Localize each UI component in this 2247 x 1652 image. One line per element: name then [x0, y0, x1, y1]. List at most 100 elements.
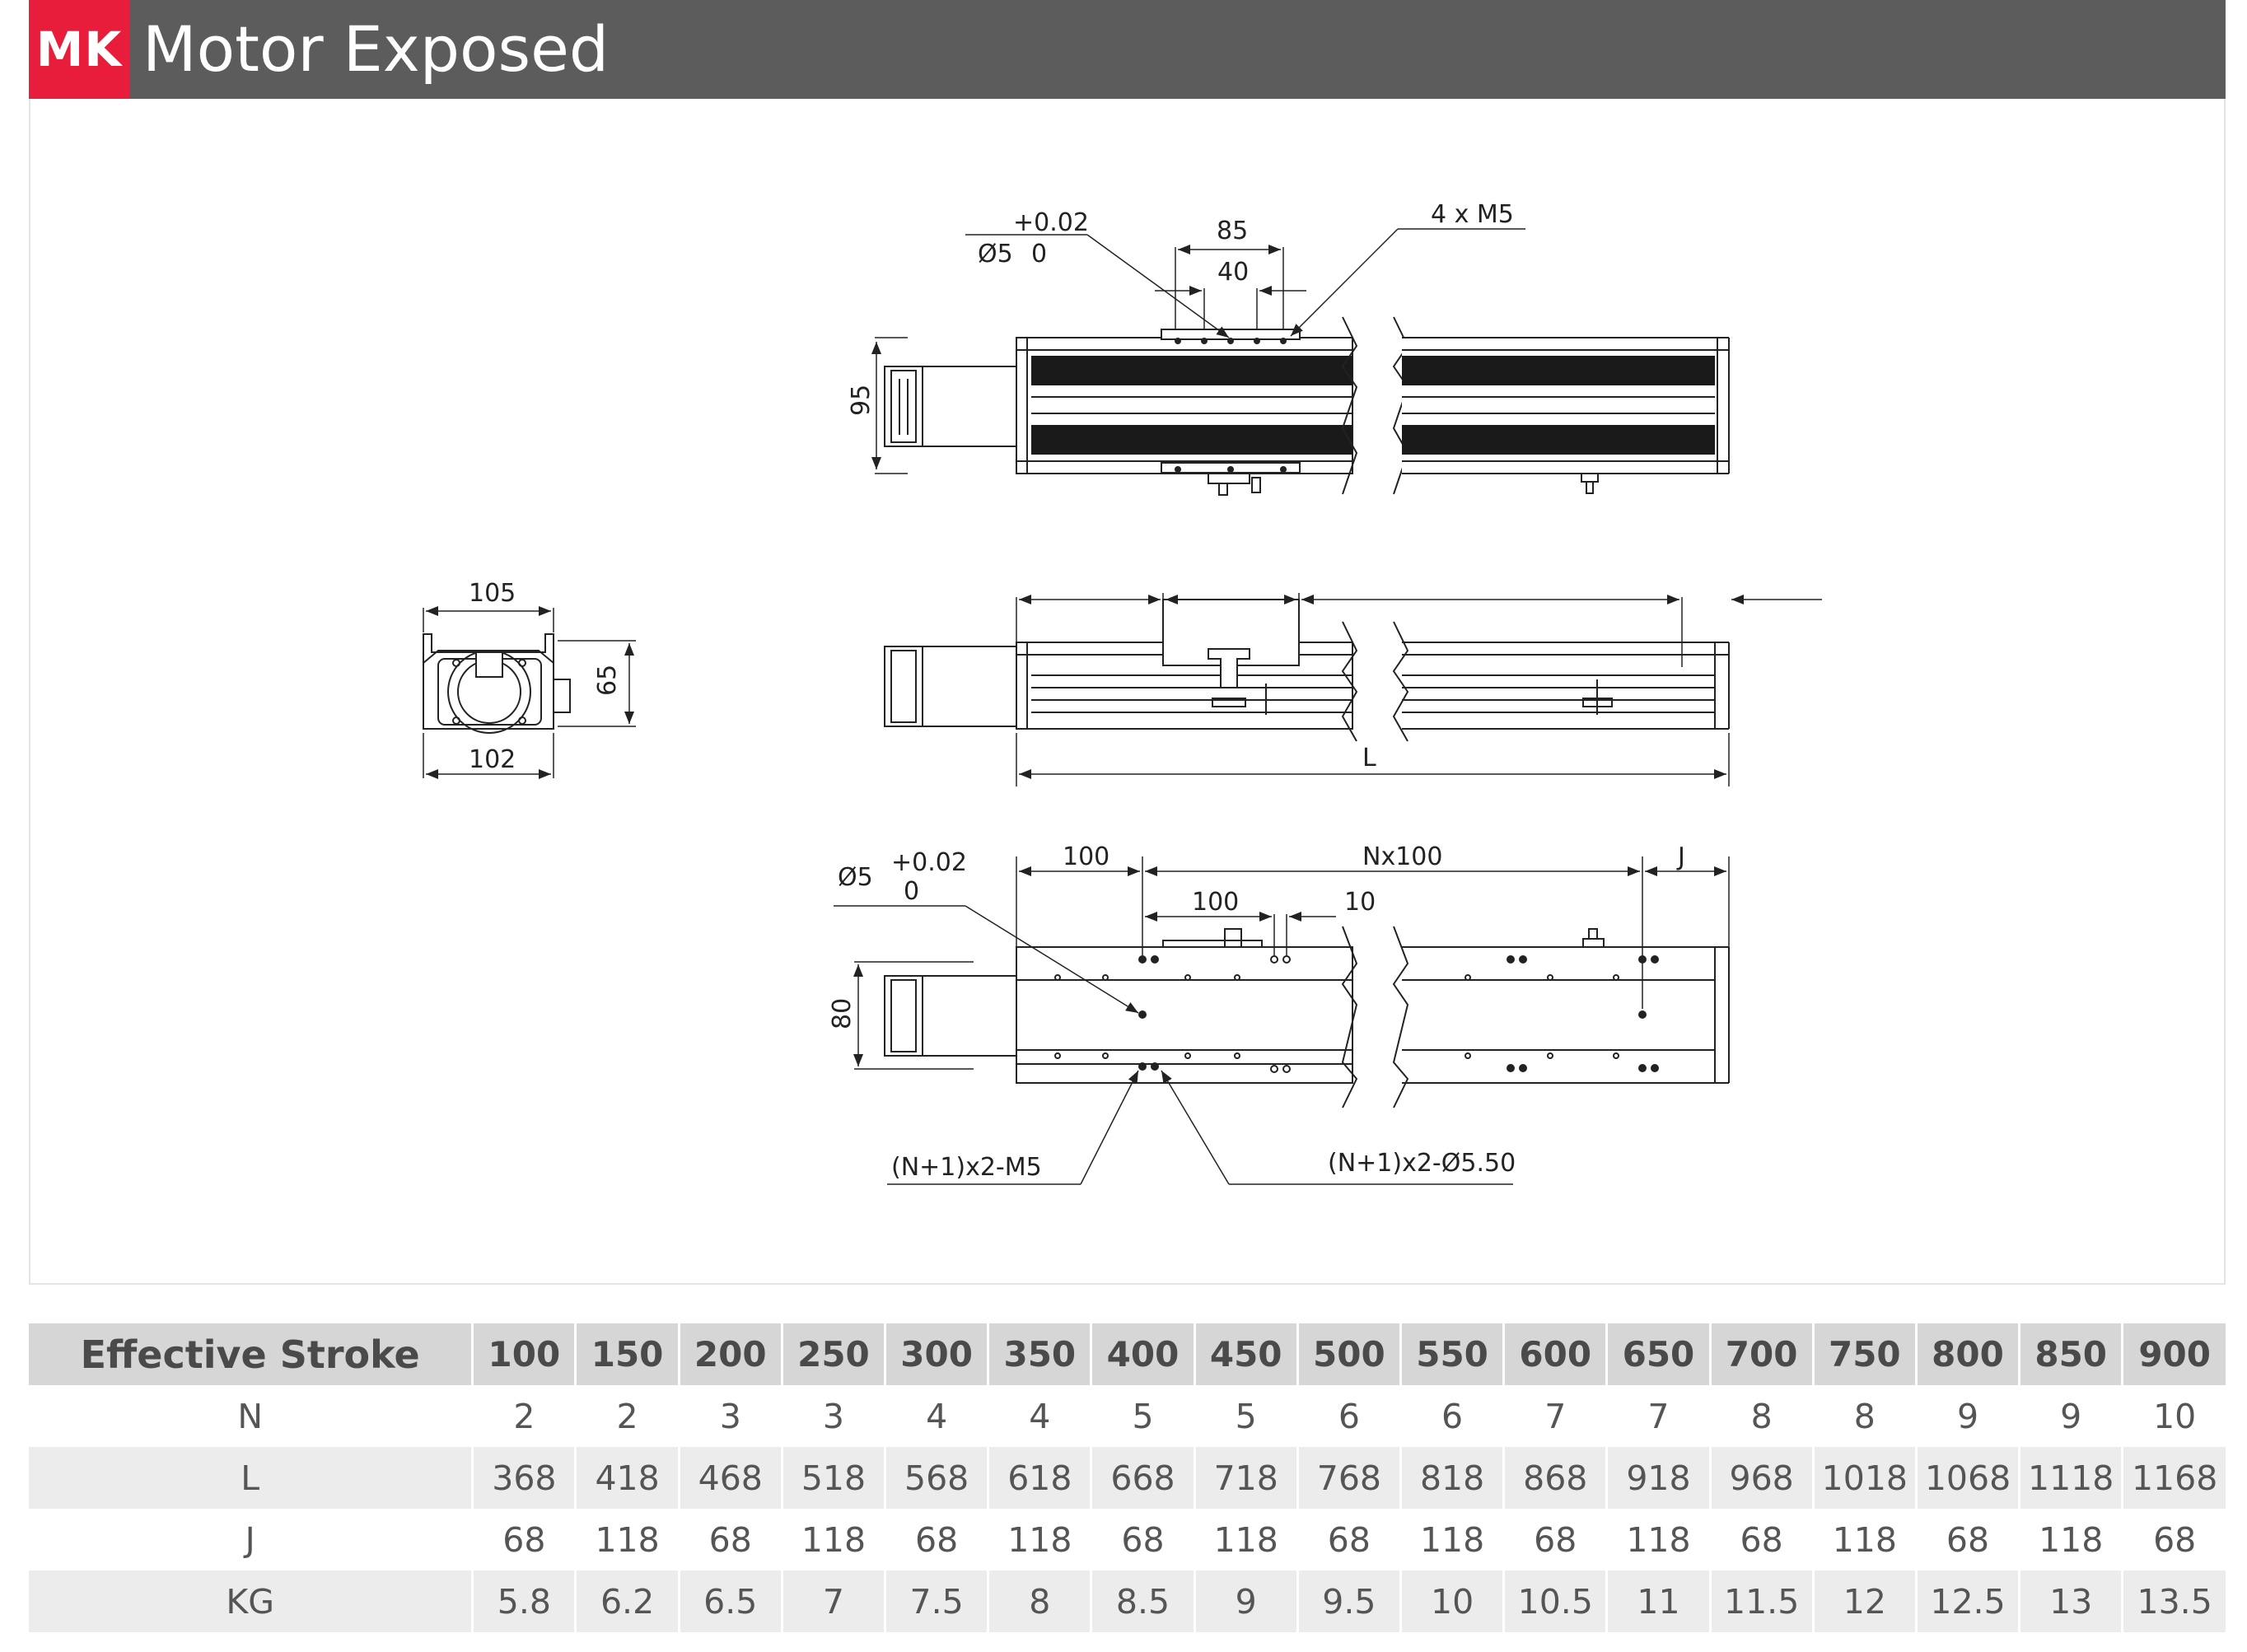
- table-cell: 518: [780, 1447, 885, 1509]
- table-cell: 1068: [1914, 1447, 2020, 1509]
- technical-drawing: +0.02 Ø5 0 85 40 4 x M5 95 105 102 65 L …: [423, 200, 1822, 1185]
- table-cell: 68: [677, 1509, 782, 1570]
- table-cell: 868: [1502, 1447, 1607, 1509]
- table-cell: 12: [1811, 1570, 1917, 1632]
- table-cell: 4: [884, 1385, 988, 1447]
- table-cell: 68: [1090, 1509, 1195, 1570]
- end-height-65: 65: [593, 665, 622, 696]
- table-cell: 618: [987, 1447, 1091, 1509]
- side-view: [884, 593, 1822, 786]
- table-cell: 5: [1090, 1385, 1195, 1447]
- table-cell: 68: [2121, 1509, 2226, 1570]
- table-cell: 768: [1296, 1447, 1401, 1509]
- table-cell: 6.2: [574, 1570, 680, 1632]
- stroke-header-cell: 150: [574, 1323, 680, 1385]
- series-badge: MK: [29, 0, 129, 99]
- table-cell: 4: [987, 1385, 1091, 1447]
- stroke-header-cell: 500: [1296, 1323, 1401, 1385]
- row-label: N: [29, 1385, 473, 1447]
- bottom-dim-100-b: 100: [1192, 888, 1239, 917]
- bottom-view: [834, 856, 1730, 1185]
- stroke-header-cell: 750: [1811, 1323, 1917, 1385]
- header-bar: MK Motor Exposed: [29, 0, 2226, 99]
- bottom-hole-tol-lower: 0: [904, 877, 919, 906]
- table-cell: 11: [1605, 1570, 1711, 1632]
- row-label: J: [29, 1509, 473, 1570]
- stroke-header-cell: 800: [1914, 1323, 2020, 1385]
- table-cell: 118: [1811, 1509, 1917, 1570]
- stroke-header-cell: 650: [1605, 1323, 1711, 1385]
- bottom-height-80: 80: [828, 998, 857, 1029]
- top-thread-label: 4 x M5: [1431, 200, 1514, 229]
- top-hole-tol-lower: 0: [1031, 240, 1047, 268]
- bottom-dim-10: 10: [1344, 888, 1376, 917]
- end-view: [423, 606, 636, 779]
- table-cell: 118: [987, 1509, 1091, 1570]
- top-dim-40: 40: [1217, 258, 1249, 287]
- table-cell: 8: [1708, 1385, 1814, 1447]
- stroke-header-cell: 450: [1193, 1323, 1298, 1385]
- table-cell: 818: [1399, 1447, 1504, 1509]
- page-title: Motor Exposed: [142, 12, 610, 86]
- table-cell: 10.5: [1502, 1570, 1607, 1632]
- row-label: KG: [29, 1570, 473, 1632]
- table-cell: 118: [1605, 1509, 1711, 1570]
- table-cell: 9: [1914, 1385, 2020, 1447]
- stroke-header-cell: 850: [2018, 1323, 2123, 1385]
- stroke-header-cell: 300: [884, 1323, 988, 1385]
- drawing-panel: +0.02 Ø5 0 85 40 4 x M5 95 105 102 65 L …: [29, 99, 2226, 1285]
- table-cell: 918: [1605, 1447, 1711, 1509]
- table-cell: 118: [1193, 1509, 1298, 1570]
- table-cell: 68: [471, 1509, 576, 1570]
- table-cell: 7: [780, 1570, 885, 1632]
- table-cell: 12.5: [1914, 1570, 2020, 1632]
- table-cell: 6: [1399, 1385, 1504, 1447]
- table-cell: 11.5: [1708, 1570, 1814, 1632]
- table-cell: 68: [1708, 1509, 1814, 1570]
- stroke-header-cell: 200: [677, 1323, 782, 1385]
- top-view: [871, 228, 1730, 496]
- table-cell: 968: [1708, 1447, 1814, 1509]
- table-cell: 8: [987, 1570, 1091, 1632]
- table-cell: 2: [471, 1385, 576, 1447]
- end-width-105: 105: [469, 579, 516, 608]
- table-cell: 468: [677, 1447, 782, 1509]
- table-cell: 1168: [2121, 1447, 2226, 1509]
- table-cell: 68: [1296, 1509, 1401, 1570]
- table-cell: 10: [1399, 1570, 1504, 1632]
- table-cell: 1018: [1811, 1447, 1917, 1509]
- stroke-header-cell: 350: [987, 1323, 1091, 1385]
- table-cell: 3: [780, 1385, 885, 1447]
- stroke-header-cell: 100: [471, 1323, 576, 1385]
- table-cell: 7.5: [884, 1570, 988, 1632]
- table-cell: 68: [1914, 1509, 2020, 1570]
- table-cell: 1118: [2018, 1447, 2123, 1509]
- stroke-header-cell: 400: [1090, 1323, 1195, 1385]
- row-label: L: [29, 1447, 473, 1509]
- table-cell: 8: [1811, 1385, 1917, 1447]
- stroke-header-cell: 600: [1502, 1323, 1607, 1385]
- table-cell: 6.5: [677, 1570, 782, 1632]
- stroke-header-cell: 900: [2121, 1323, 2226, 1385]
- table-cell: 5: [1193, 1385, 1298, 1447]
- table-cell: 7: [1605, 1385, 1711, 1447]
- table-cell: 13: [2018, 1570, 2123, 1632]
- table-cell: 6: [1296, 1385, 1401, 1447]
- top-dim-85: 85: [1217, 217, 1248, 245]
- bottom-dim-100-a: 100: [1063, 842, 1109, 871]
- table-cell: 568: [884, 1447, 988, 1509]
- top-height-95: 95: [847, 385, 876, 416]
- table-cell: 718: [1193, 1447, 1298, 1509]
- table-cell: 3: [677, 1385, 782, 1447]
- table-cell: 2: [574, 1385, 680, 1447]
- table-cell: 68: [884, 1509, 988, 1570]
- table-cell: 13.5: [2121, 1570, 2226, 1632]
- table-cell: 5.8: [471, 1570, 576, 1632]
- table-cell: 118: [780, 1509, 885, 1570]
- table-cell: 7: [1502, 1385, 1607, 1447]
